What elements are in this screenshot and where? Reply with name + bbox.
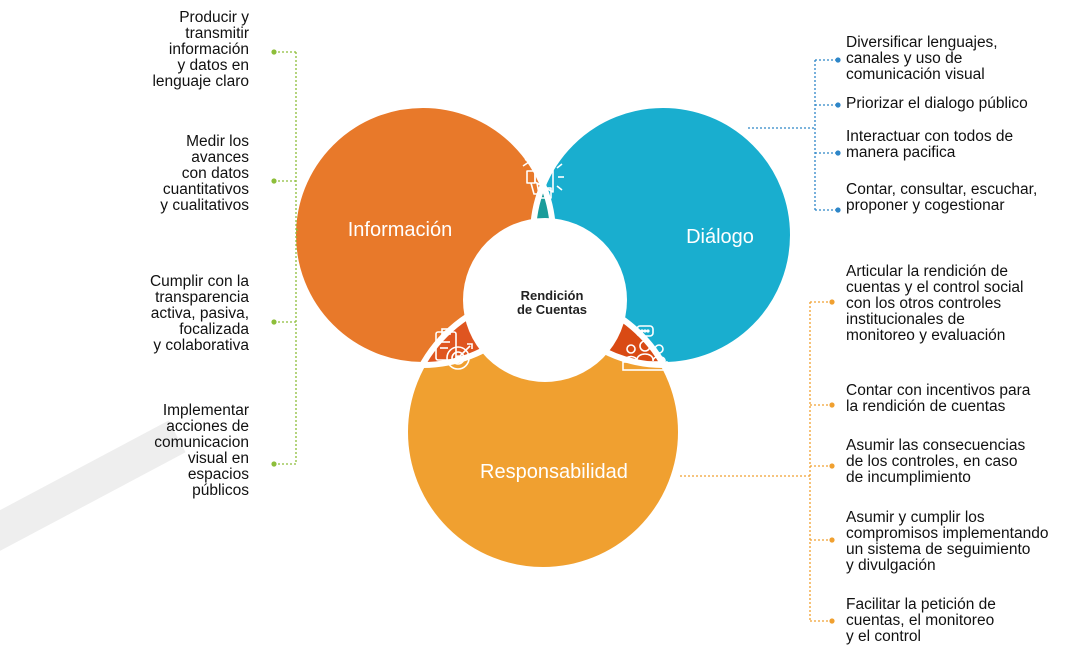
- right-bottom-connector-dot: [829, 463, 835, 469]
- right-top-connector-dot: [835, 150, 841, 156]
- meeting-people-icon: [622, 325, 668, 371]
- right-bottom-connector-dot: [829, 618, 835, 624]
- right-top-item: Interactuar con todos de manera pacifica: [846, 128, 1014, 161]
- right-bottom-item: Facilitar la petición de cuentas, el mon…: [846, 596, 996, 645]
- label-dialogo: Diálogo: [686, 226, 754, 248]
- right-top-connector-dot: [835, 102, 841, 108]
- right-bottom-item: Contar con incentivos para la rendición …: [846, 382, 1031, 415]
- center-circle: [463, 218, 627, 382]
- left-connector-dot: [271, 178, 277, 184]
- left-item: Cumplir con la transparencia activa, pas…: [149, 273, 249, 354]
- left-connector-dot: [271, 319, 277, 325]
- right-top-item: Contar, consultar, escuchar, proponer y …: [846, 181, 1038, 214]
- right-bottom-item: Asumir y cumplir los compromisos impleme…: [846, 509, 1049, 574]
- right-top-item: Diversificar lenguajes, canales y uso de…: [846, 34, 998, 83]
- megaphone-icon: [522, 155, 564, 199]
- right-bottom-connector-dot: [829, 537, 835, 543]
- label-responsabilidad: Responsabilidad: [480, 461, 628, 483]
- right-top-connector-dot: [835, 207, 841, 213]
- right-bottom-item: Asumir las consecuencias de los controle…: [846, 437, 1026, 486]
- right-top-connector-dot: [835, 57, 841, 63]
- right-bottom-item: Articular la rendición de cuentas y el c…: [846, 263, 1024, 344]
- circle-responsabilidad: [405, 294, 681, 570]
- label-informacion: Información: [348, 219, 453, 241]
- target-checklist-icon: [435, 328, 473, 370]
- left-item: Medir los avances con datos cuantitativo…: [160, 133, 249, 214]
- left-item: Implementar acciones de comunicacion vis…: [154, 402, 249, 499]
- right-bottom-connector-dot: [829, 402, 835, 408]
- right-top-item: Priorizar el dialogo público: [846, 95, 1028, 112]
- connector-lines: [271, 49, 841, 624]
- left-connector-dot: [271, 461, 277, 467]
- left-item: Producir y transmitir información y dato…: [152, 9, 249, 90]
- left-connector-dot: [271, 49, 277, 55]
- right-bottom-connector-dot: [829, 299, 835, 305]
